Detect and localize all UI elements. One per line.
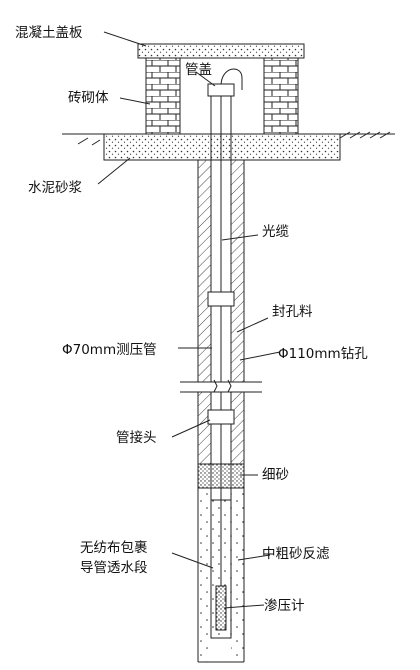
label-sealing-material: 封孔料	[272, 304, 313, 320]
cement-mortar-layer	[103, 133, 341, 161]
pipe-joint-lower	[207, 409, 235, 425]
label-brick-masonry: 砖砌体	[68, 90, 109, 106]
label-fiber-cable: 光缆	[262, 224, 289, 240]
label-fine-sand: 细砂	[262, 467, 289, 483]
break-symbol	[180, 379, 262, 393]
label-pipe-joint: 管接头	[116, 429, 157, 446]
pipe-joint-upper	[207, 291, 235, 307]
concrete-cover-slab	[137, 43, 305, 59]
label-geotextile-line1: 无纺布包裹	[80, 540, 148, 556]
label-cement-mortar: 水泥砂浆	[28, 180, 82, 196]
label-piezometer: 渗压计	[264, 598, 305, 614]
sealing-material-fill	[198, 160, 244, 464]
label-coarse-sand-filter: 中粗砂反滤	[262, 546, 330, 562]
label-borehole: Φ110mm钻孔	[278, 346, 368, 362]
label-pipe-cap: 管盖	[185, 62, 212, 78]
brick-column-left	[145, 57, 181, 135]
leader-lines	[97, 31, 281, 609]
label-geotextile-line2: 导管透水段	[80, 560, 148, 576]
pipe-cap	[207, 83, 235, 97]
label-pressure-pipe: Φ70mm测压管	[62, 342, 157, 358]
label-cover-slab: 混凝土盖板	[15, 25, 83, 41]
coarse-sand-filter-zone	[198, 488, 244, 662]
brick-column-right	[263, 57, 299, 135]
